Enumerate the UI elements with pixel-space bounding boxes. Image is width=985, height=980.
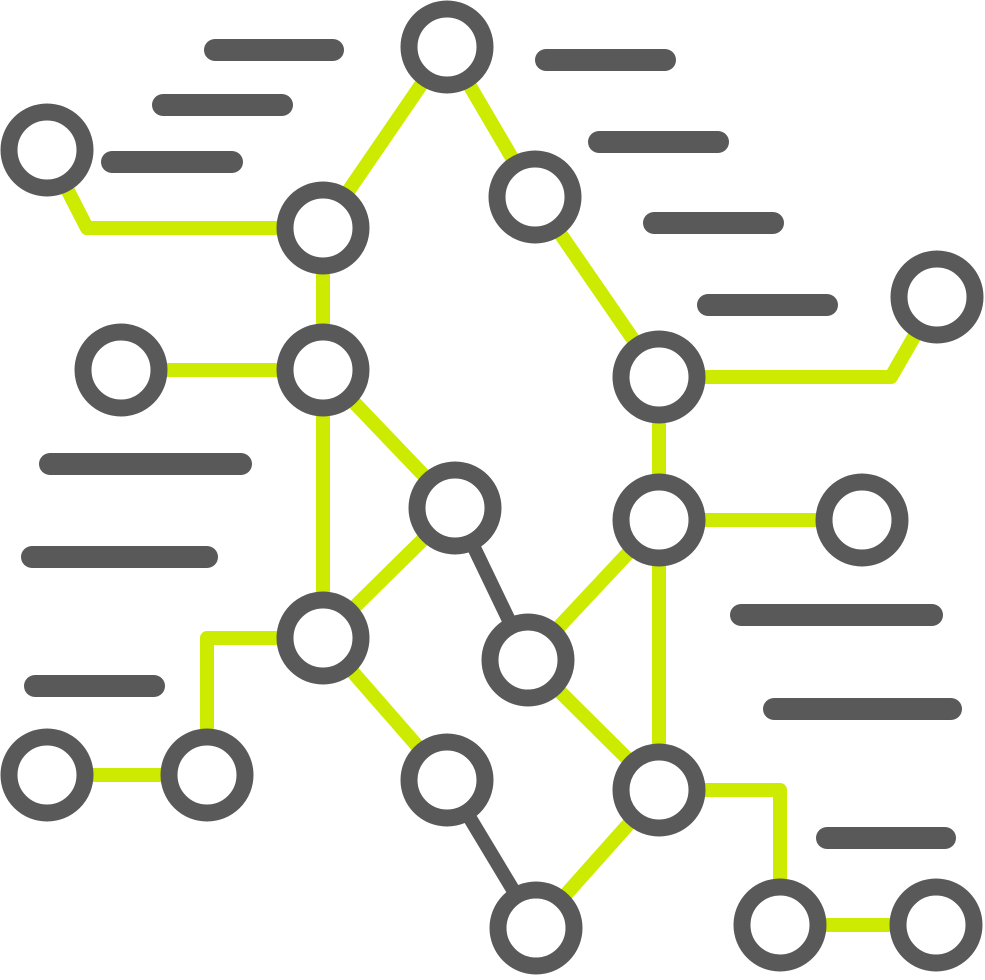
station-node — [612, 473, 706, 567]
text-bars-layer — [21, 39, 962, 849]
station-node — [160, 728, 254, 822]
station-node — [408, 461, 502, 555]
dark-links-layer — [440, 501, 543, 935]
station-node — [481, 613, 575, 707]
station-node — [488, 150, 582, 244]
station-node — [276, 323, 370, 417]
station-node — [0, 103, 94, 197]
station-node — [612, 743, 706, 837]
station-node — [400, 0, 494, 94]
station-node — [889, 878, 983, 972]
station-node — [400, 733, 494, 827]
station-node — [0, 728, 94, 822]
station-node — [815, 473, 909, 567]
station-node — [276, 181, 370, 275]
station-node — [890, 250, 984, 344]
station-node — [612, 330, 706, 424]
station-node — [489, 881, 583, 975]
station-node — [733, 878, 827, 972]
station-node — [276, 591, 370, 685]
station-node — [74, 323, 168, 417]
